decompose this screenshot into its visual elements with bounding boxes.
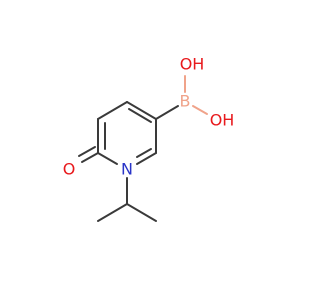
bond-n1-c2 — [97, 152, 118, 165]
pyridinone-ring — [97, 101, 157, 165]
bond-c3-c4 — [97, 101, 128, 120]
bond-c2-o-double — [78, 146, 96, 157]
hydroxyl-right-label: OH — [210, 111, 235, 130]
bond-b-oh-right — [192, 105, 208, 115]
bond-ch-me-left — [97, 203, 128, 222]
molecule-structure: O N B OH OH — [63, 55, 235, 222]
bond-c4-c5 — [126, 101, 157, 120]
carbonyl-group: O — [63, 146, 99, 179]
bond-c5-b — [155, 105, 179, 120]
bond-c6-n1-double — [136, 148, 152, 158]
hydroxyl-top-label: OH — [180, 55, 205, 74]
bond-c4-c5-double — [128, 108, 152, 123]
boron-label: B — [180, 92, 191, 111]
carbonyl-oxygen-label: O — [63, 160, 76, 179]
bond-ch-me-right — [126, 203, 157, 222]
bond-c2-o — [81, 152, 99, 163]
boronic-acid-group: B OH OH — [155, 55, 235, 130]
bond-c6-n1 — [136, 152, 157, 165]
isopropyl-group — [97, 177, 157, 222]
ring-nitrogen-label: N — [121, 160, 133, 179]
